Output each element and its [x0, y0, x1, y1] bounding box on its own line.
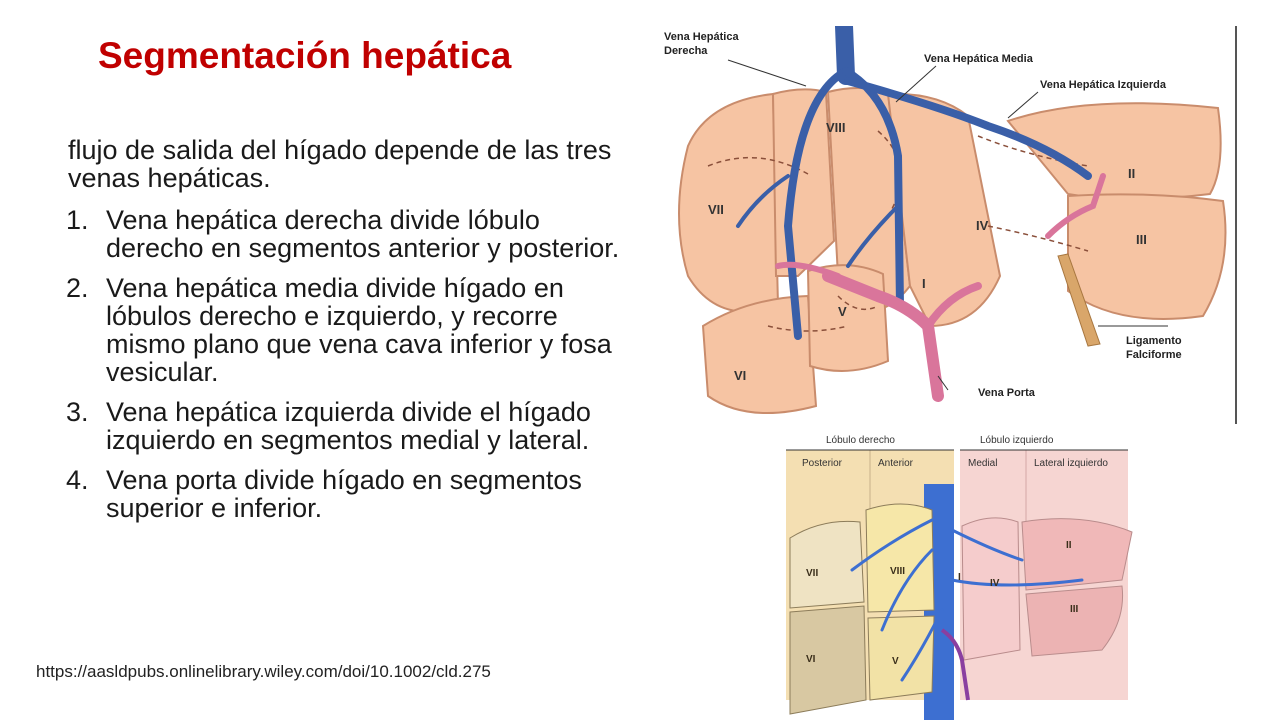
segment-viii-label: VIII	[890, 566, 905, 577]
segment-iii-label: III	[1136, 232, 1147, 247]
segment-v-label: V	[838, 304, 847, 319]
hepatic-veins	[736, 26, 1092, 340]
segment-vii-label: VII	[708, 202, 724, 217]
list-number: 1.	[66, 205, 89, 235]
posterior-header: Posterior	[802, 458, 843, 469]
list-number: 2.	[66, 273, 89, 303]
list-item: 2. Vena hepática media divide hígado en …	[66, 274, 622, 386]
vein-list: 1. Vena hepática derecha divide lóbulo d…	[66, 206, 622, 534]
portal-vein	[775, 173, 1106, 402]
left-lobe-header: Lóbulo izquierdo	[980, 435, 1054, 446]
falciform-ligament	[1057, 253, 1101, 347]
list-item: 4. Vena porta divide hígado en segmentos…	[66, 466, 622, 522]
falciform-ligament-label-2: Falciforme	[1126, 349, 1182, 361]
segment-ii-label: II	[1066, 540, 1072, 551]
list-number: 4.	[66, 465, 89, 495]
list-item: 1. Vena hepática derecha divide lóbulo d…	[66, 206, 622, 262]
falciform-ligament-label-1: Ligamento	[1126, 335, 1182, 347]
list-text: Vena hepática derecha divide lóbulo dere…	[106, 205, 620, 263]
middle-hepatic-vein-label: Vena Hepática Media	[924, 53, 1034, 65]
intro-text: flujo de salida del hígado depende de la…	[68, 135, 612, 193]
segment-iv-label: IV	[976, 218, 989, 233]
segment-viii-label: VIII	[826, 120, 846, 135]
medial-header: Medial	[968, 458, 997, 469]
segment-vi-label: VI	[734, 368, 746, 383]
list-text: Vena hepática media divide hígado en lób…	[106, 273, 612, 387]
segment-vi-label: VI	[806, 654, 816, 665]
liver-lobes	[678, 87, 1227, 415]
left-hepatic-vein-label: Vena Hepática Izquierda	[1040, 79, 1167, 91]
anterior-header: Anterior	[878, 458, 914, 469]
right-hepatic-vein-label-2: Derecha	[664, 45, 708, 57]
list-text: Vena porta divide hígado en segmentos su…	[106, 465, 582, 523]
source-url: https://aasldpubs.onlinelibrary.wiley.co…	[36, 662, 491, 681]
segment-i-label: I	[922, 276, 926, 291]
segment-iv-label: IV	[990, 578, 1000, 589]
hepatic-vein-branches	[850, 518, 1084, 682]
right-hepatic-vein-label-1: Vena Hepática	[664, 31, 739, 43]
list-number: 3.	[66, 397, 89, 427]
segment-v-label: V	[892, 656, 899, 667]
liver-3d-illustration: Lóbulo derecho Lóbulo izquierdo Posterio…	[782, 430, 1138, 720]
list-text: Vena hepática izquierda divide el hígado…	[106, 397, 591, 455]
liver-segments-illustration: VIII VII IV II III I V VI Vena Hepática …	[648, 26, 1238, 424]
portal-vein-label: Vena Porta	[978, 387, 1036, 399]
segment-i-label: I	[958, 572, 961, 583]
right-lobe-header: Lóbulo derecho	[826, 435, 895, 446]
segment-vii-label: VII	[806, 568, 818, 579]
segment-iii-label: III	[1070, 604, 1079, 615]
lateral-header: Lateral izquierdo	[1034, 458, 1108, 469]
segment-ii-label: II	[1128, 166, 1135, 181]
slide-title: Segmentación hepática	[98, 35, 512, 76]
list-item: 3. Vena hepática izquierda divide el híg…	[66, 398, 622, 454]
